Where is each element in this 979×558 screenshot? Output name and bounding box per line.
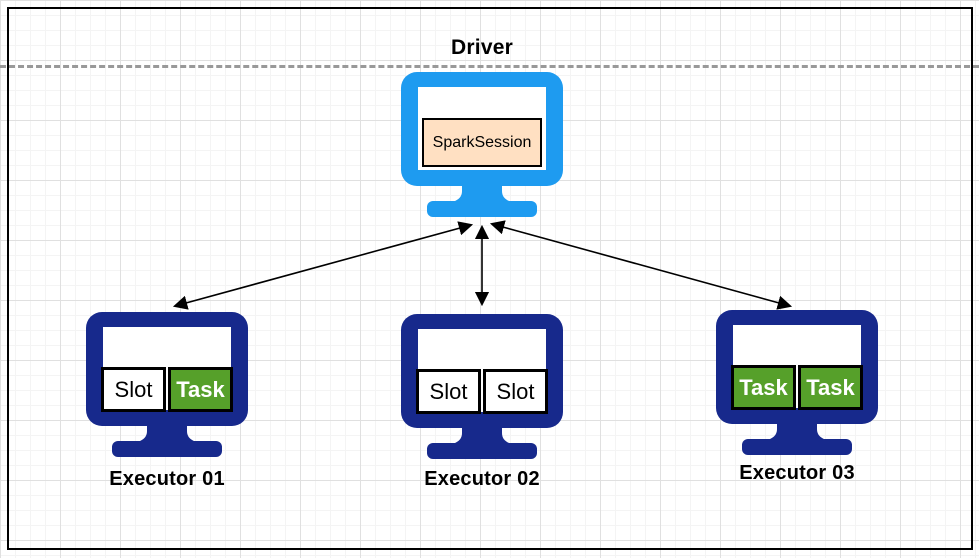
executor-03-label: Executor 03	[739, 462, 855, 484]
spark-session-box: SparkSession	[422, 118, 542, 167]
slot-box: Slot	[416, 369, 481, 414]
executor-03-monitor-icon: Task Task	[714, 308, 880, 456]
slot-row: Task Task	[714, 365, 880, 410]
executor-01-label: Executor 01	[109, 468, 225, 490]
dashed-separator-line	[0, 65, 979, 68]
slot-row: Slot Task	[84, 367, 250, 412]
task-box: Task	[798, 365, 863, 410]
task-box: Task	[731, 365, 796, 410]
task-box: Task	[168, 367, 233, 412]
executor-02-monitor-icon: Slot Slot	[399, 312, 565, 460]
arrow-driver-executor-03	[489, 220, 793, 310]
arrow-driver-executor-01	[172, 221, 474, 310]
slot-row: Slot Slot	[399, 369, 565, 414]
executor-01-monitor-icon: Slot Task	[84, 310, 250, 458]
slot-box: Slot	[101, 367, 166, 412]
executor-02-label: Executor 02	[424, 468, 540, 490]
driver-monitor-icon: SparkSession	[399, 70, 565, 218]
driver-title: Driver	[451, 36, 513, 59]
slot-box: Slot	[483, 369, 548, 414]
